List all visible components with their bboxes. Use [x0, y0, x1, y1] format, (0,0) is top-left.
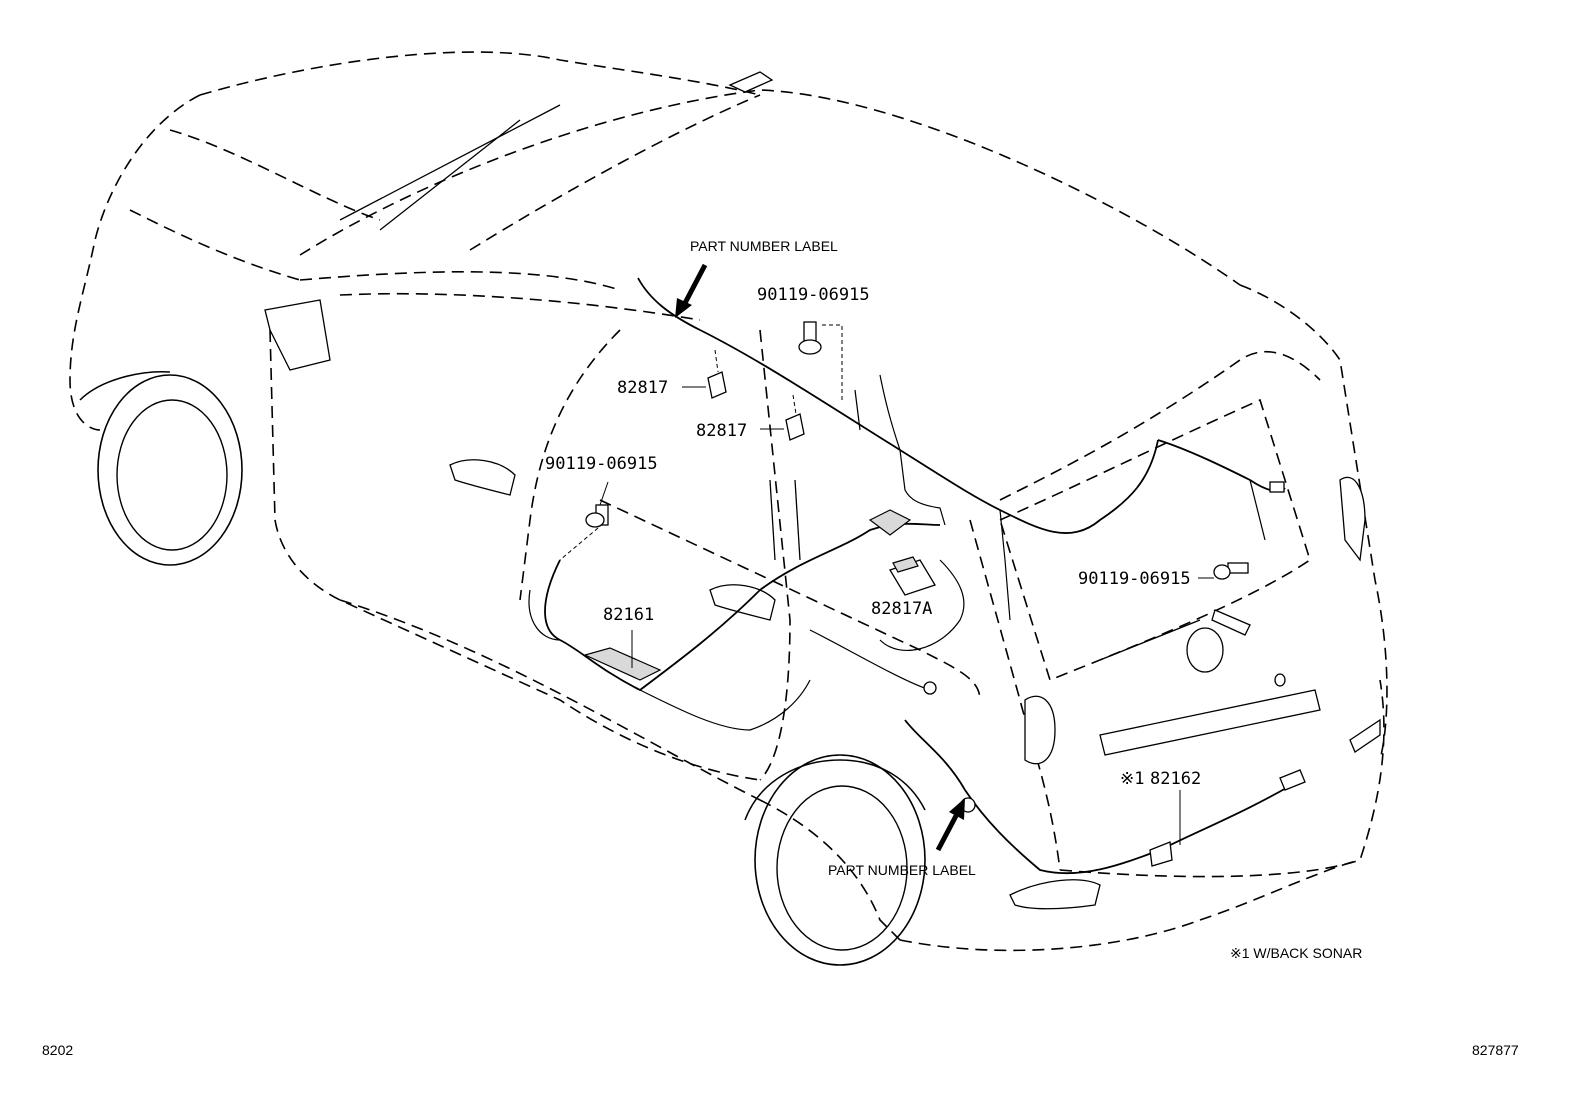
part-number-arrow-bottom [935, 798, 965, 852]
callout-leaders [599, 386, 1214, 845]
footer-right-code: 827877 [1472, 1042, 1519, 1058]
harness-floor-label: 82161 [603, 605, 654, 625]
clamp-2-label: 82817 [696, 421, 747, 441]
roof-harness [637, 277, 1286, 621]
vehicle-body-outline [69, 51, 1388, 952]
clamp-1-icon [707, 349, 727, 399]
bolt-left-label: 90119-06915 [545, 454, 658, 474]
part-number-arrow-top [675, 263, 708, 318]
bolt-left-icon [559, 504, 609, 561]
protector-label: 82817A [871, 599, 932, 619]
bolt-top-icon [798, 321, 843, 400]
body-solid-details [264, 71, 1381, 910]
footer-left-code: 8202 [42, 1042, 73, 1058]
protector-icon [889, 556, 936, 596]
front-wheel [79, 371, 243, 566]
part-number-label-bottom: PART NUMBER LABEL [828, 862, 976, 878]
floor-harness [528, 509, 965, 731]
clamp-2-icon [785, 394, 805, 441]
note-back-sonar: ※1 W/BACK SONAR [1230, 945, 1362, 961]
bolt-right-label: 90119-06915 [1078, 569, 1191, 589]
clamp-1-label: 82817 [617, 378, 668, 398]
rear-wheel [744, 754, 926, 966]
harness-rear-prefix: ※1 [1120, 769, 1144, 789]
bolt-right-icon [1213, 562, 1249, 580]
bolt-top-label: 90119-06915 [757, 285, 870, 305]
harness-rear-label: 82162 [1150, 769, 1201, 789]
part-number-label-top: PART NUMBER LABEL [690, 238, 838, 254]
